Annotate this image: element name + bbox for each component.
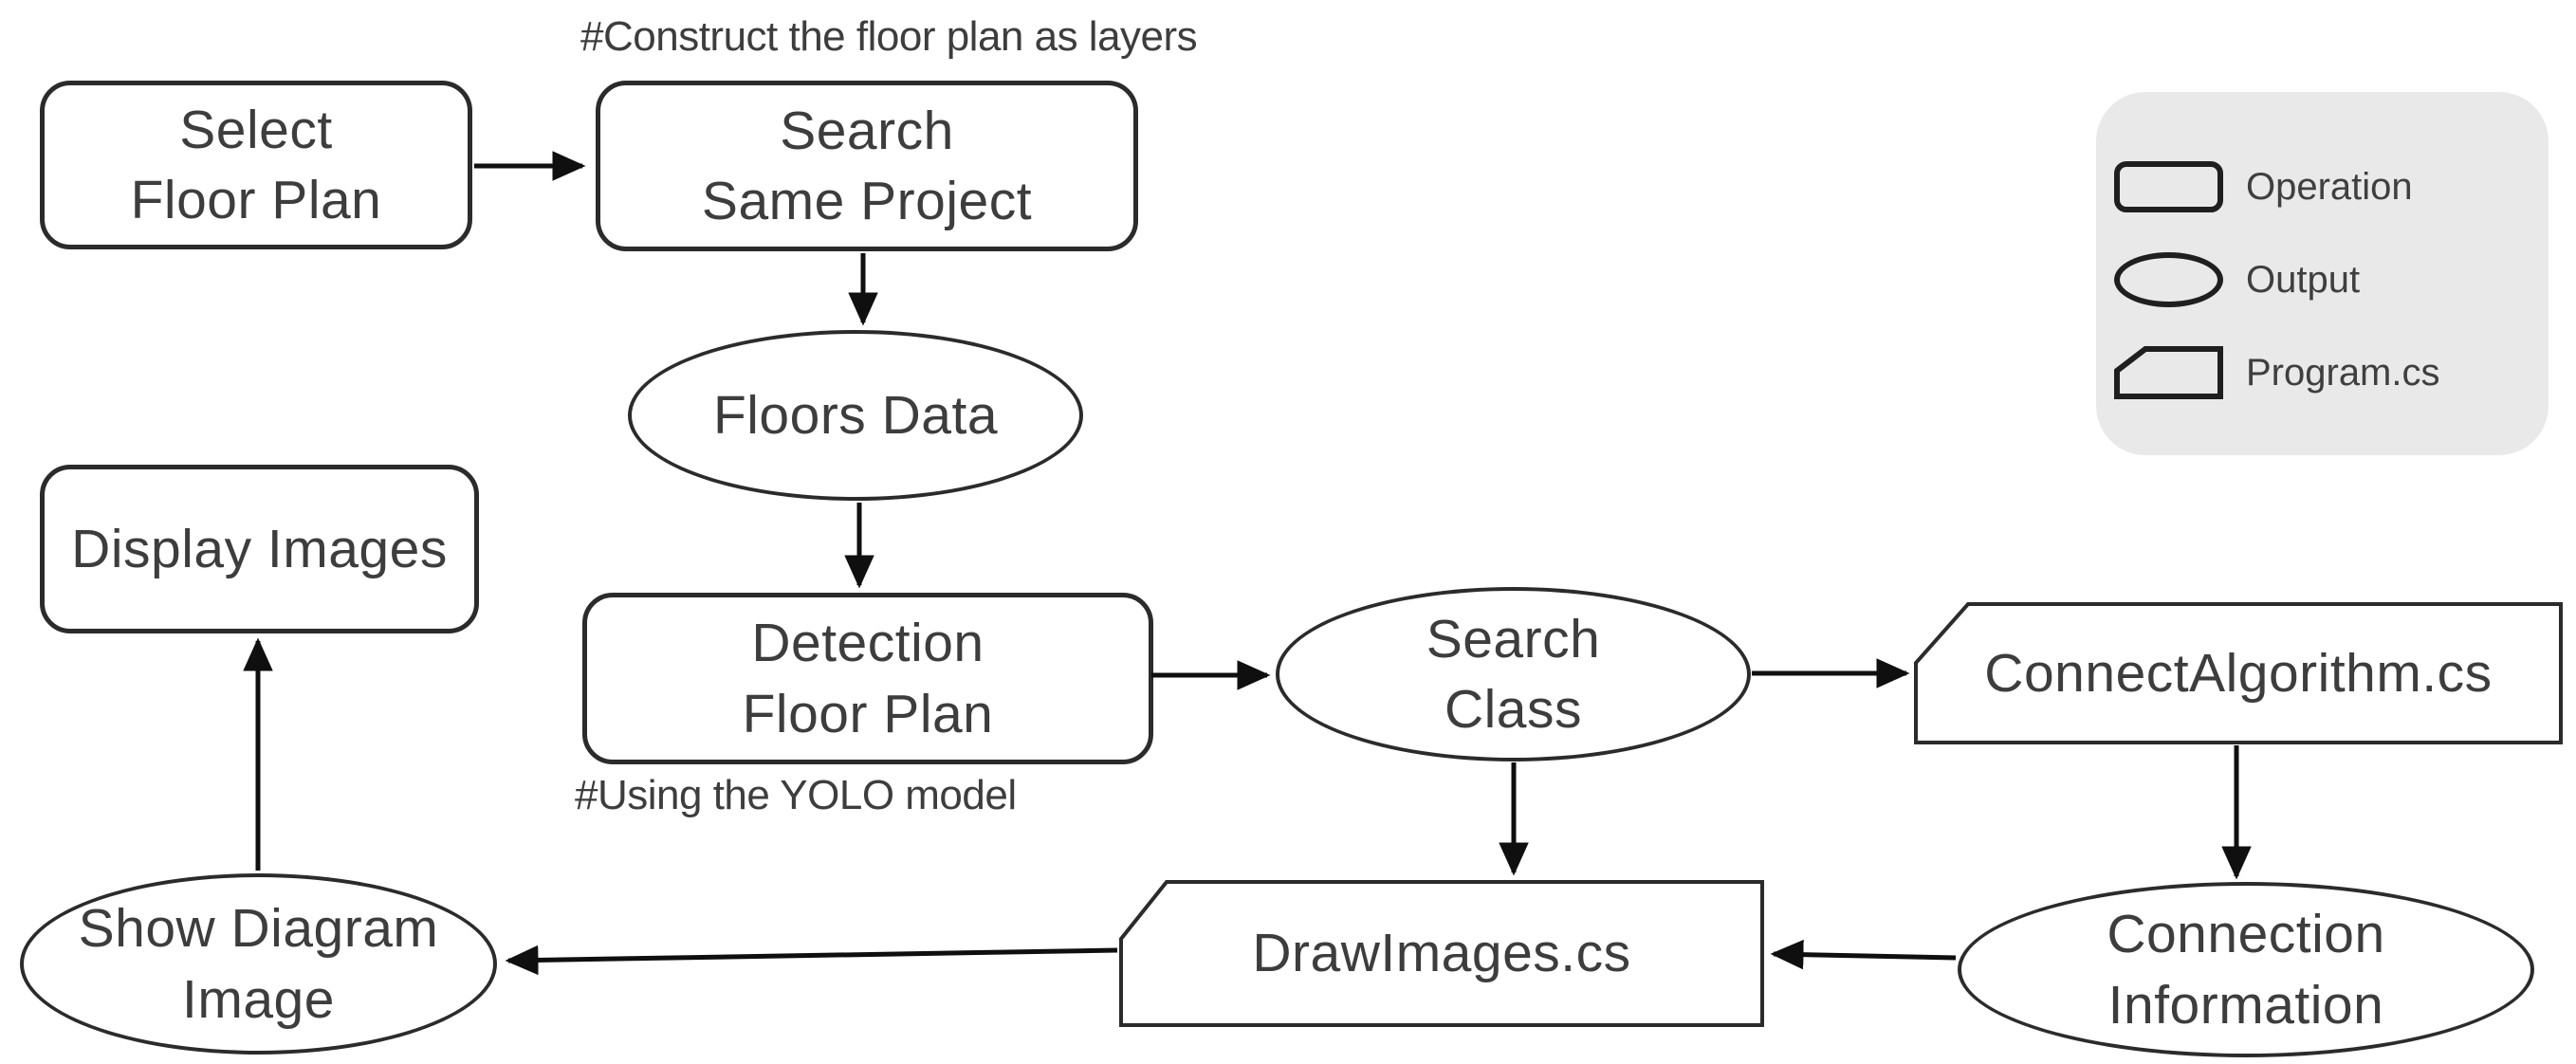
node-label: ConnectAlgorithm.cs [1984, 638, 2492, 708]
node-connection-information: Connection Information [1958, 882, 2534, 1057]
node-label-line: Floor Plan [742, 683, 994, 744]
node-label-line: Display Images [71, 518, 448, 579]
node-label-line: Floor Plan [130, 170, 382, 230]
legend: Operation Output Program.cs [2096, 92, 2548, 455]
node-label-line: Search [1426, 608, 1601, 670]
node-label: DrawImages.cs [1252, 918, 1630, 988]
node-label: Connection Information [2107, 899, 2384, 1039]
node-label-line: Detection [751, 613, 984, 674]
card-shape [1914, 602, 2563, 744]
legend-item-operation: Operation [2114, 158, 2413, 215]
node-label-line: Information [2107, 974, 2384, 1036]
node-label-line: Same Project [701, 171, 1033, 231]
node-select-floor-plan: Select Floor Plan [40, 81, 472, 249]
node-label-line: Select [179, 99, 333, 160]
node-label: Search Class [1426, 604, 1601, 744]
node-detection-floor-plan: Detection Floor Plan [582, 593, 1153, 764]
node-draw-images: DrawImages.cs [1119, 880, 1764, 1027]
node-label-line: DrawImages.cs [1252, 923, 1631, 984]
node-connect-algorithm: ConnectAlgorithm.cs [1914, 602, 2563, 744]
legend-item-program: Program.cs [2114, 344, 2440, 401]
output-shape-icon [2114, 252, 2223, 307]
node-label-line: Floors Data [712, 384, 999, 446]
node-label: Floors Data [713, 380, 998, 450]
node-label-line: ConnectAlgorithm.cs [1984, 642, 2493, 704]
node-label: Search Same Project [702, 96, 1032, 236]
node-search-same-project: Search Same Project [596, 81, 1138, 251]
legend-label: Program.cs [2246, 351, 2440, 394]
annotation-yolo-model: #Using the YOLO model [575, 772, 1017, 818]
node-label: Detection Floor Plan [743, 608, 994, 748]
program-shape-icon [2114, 346, 2223, 399]
operation-shape-icon [2114, 161, 2223, 212]
card-shape [1119, 880, 1764, 1027]
node-label-line: Search [780, 100, 954, 161]
node-label-line: Image [182, 968, 335, 1030]
legend-item-output: Output [2114, 251, 2360, 308]
node-label-line: Show Diagram [78, 898, 439, 960]
arrow-draw-images-to-show-diagram [505, 945, 1118, 976]
node-floors-data: Floors Data [628, 330, 1083, 501]
legend-label: Output [2246, 258, 2361, 301]
node-label: Select Floor Plan [131, 95, 382, 235]
node-display-images: Display Images [40, 465, 479, 633]
arrow-connection-info-to-draw-images [1770, 939, 1957, 970]
node-label-line: Class [1444, 679, 1582, 740]
node-label: Show Diagram Image [79, 893, 439, 1034]
node-label-line: Connection [2107, 904, 2385, 965]
node-label: Display Images [71, 514, 448, 584]
legend-label: Operation [2246, 165, 2413, 208]
node-search-class: Search Class [1276, 587, 1751, 761]
annotation-construct-floor-plan: #Construct the floor plan as layers [580, 13, 1198, 60]
node-show-diagram-image: Show Diagram Image [20, 873, 497, 1055]
